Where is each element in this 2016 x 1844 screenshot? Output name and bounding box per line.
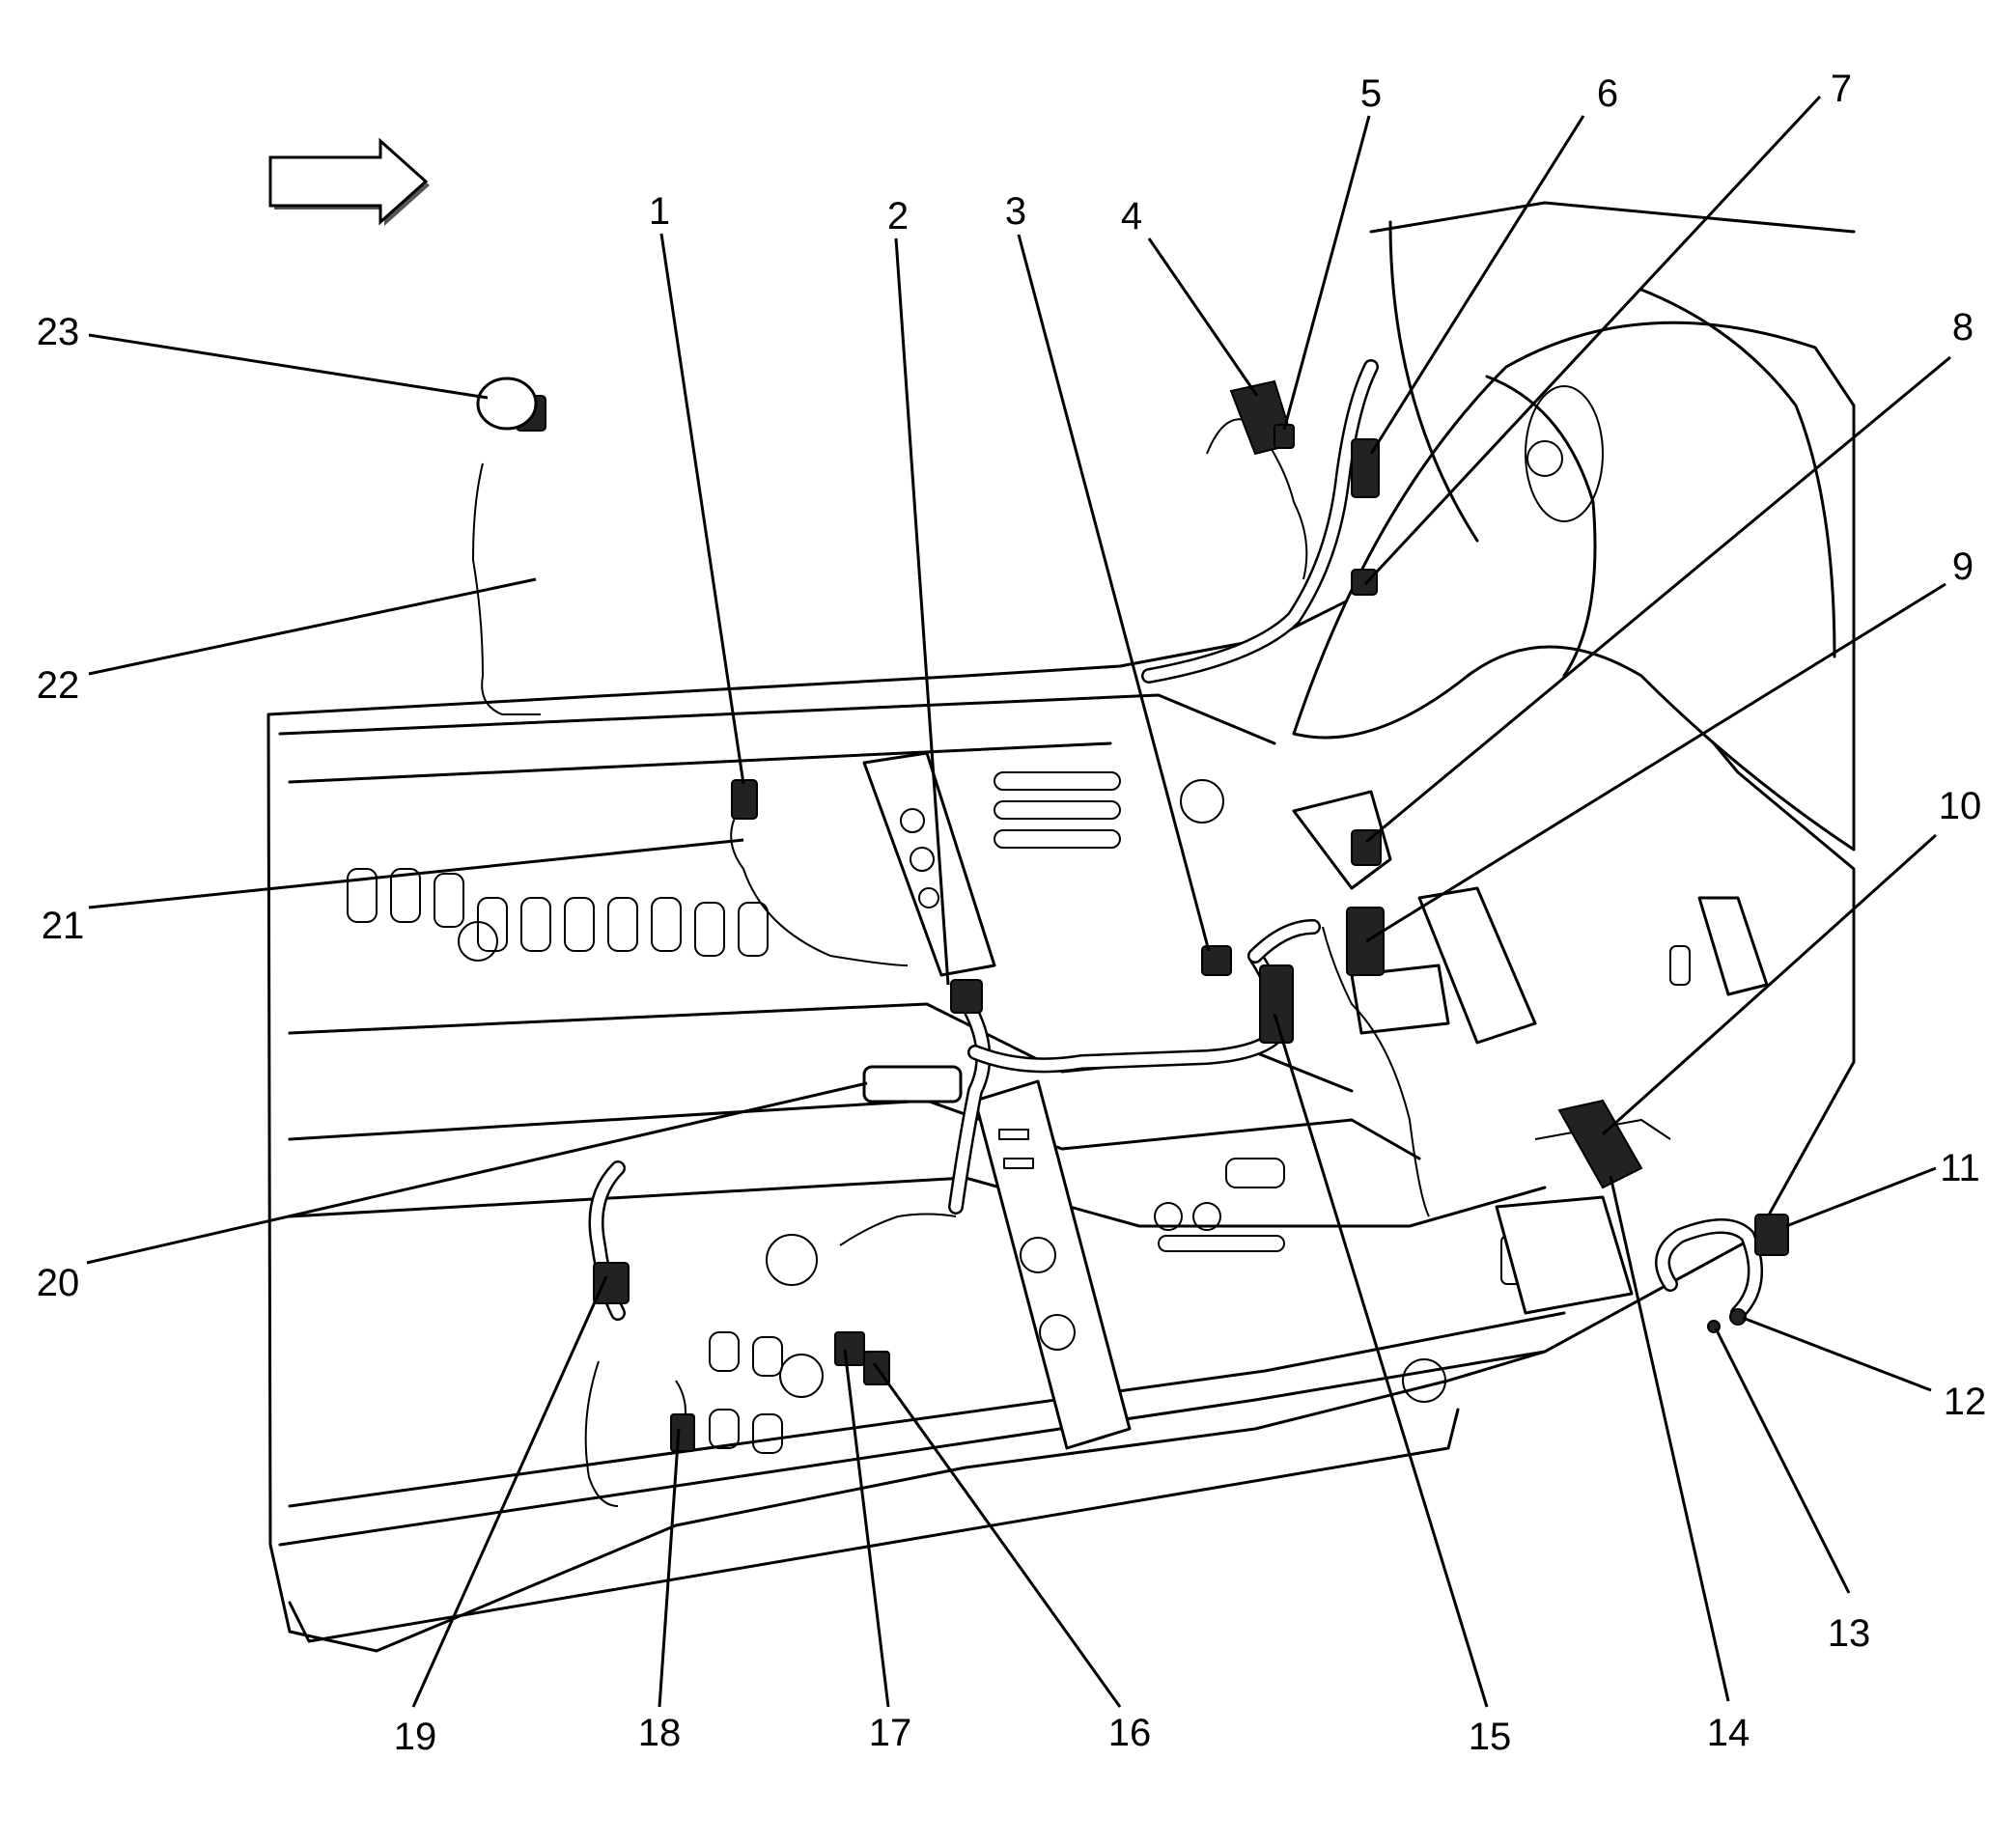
connector-7 (1351, 569, 1378, 596)
callout-12: 12 (1944, 1381, 1987, 1423)
callout-3: 3 (1005, 190, 1026, 233)
callout-8: 8 (1952, 306, 1974, 349)
connector-8 (1351, 829, 1382, 866)
connector-2 (950, 979, 983, 1014)
connector-12 (1729, 1308, 1747, 1326)
floor-slots-right (994, 771, 1285, 1252)
leader-lines (86, 95, 1951, 1708)
callout-10: 10 (1939, 785, 1982, 827)
connectors (476, 377, 1789, 1452)
connector-19 (593, 1262, 630, 1304)
connector-11 (1754, 1214, 1789, 1256)
callout-16: 16 (1108, 1712, 1152, 1754)
floor-slots-left (347, 868, 769, 962)
callout-labels: 1 2 3 4 5 6 7 8 9 10 11 12 13 14 15 16 1… (37, 68, 1987, 1758)
callout-11: 11 (1940, 1147, 1980, 1189)
callout-15: 15 (1469, 1716, 1512, 1758)
callout-22: 22 (37, 664, 80, 707)
callout-4: 4 (1121, 195, 1142, 237)
connector-9 (1346, 907, 1385, 976)
connector-1 (731, 779, 758, 820)
callout-14: 14 (1707, 1712, 1750, 1754)
forward-arrow-icon (268, 137, 430, 226)
floor-pan (266, 201, 1856, 1653)
callout-6: 6 (1597, 72, 1618, 115)
connector-18 (670, 1413, 695, 1452)
callout-20: 20 (37, 1262, 80, 1304)
callout-1: 1 (649, 190, 670, 233)
connector-3 (1201, 945, 1232, 976)
connector-20 (862, 1065, 963, 1104)
callout-9: 9 (1952, 545, 1974, 588)
callout-19: 19 (394, 1716, 437, 1758)
callout-13: 13 (1828, 1612, 1871, 1655)
connector-10 (1557, 1099, 1643, 1189)
callout-7: 7 (1831, 68, 1852, 110)
callout-18: 18 (638, 1712, 682, 1754)
callout-17: 17 (869, 1712, 912, 1754)
connector-15 (1259, 964, 1294, 1044)
connector-17 (834, 1331, 865, 1366)
callout-21: 21 (42, 905, 85, 947)
connector-23 (476, 377, 538, 431)
callout-2: 2 (887, 195, 909, 237)
callout-23: 23 (37, 311, 80, 353)
callout-5: 5 (1360, 72, 1382, 115)
